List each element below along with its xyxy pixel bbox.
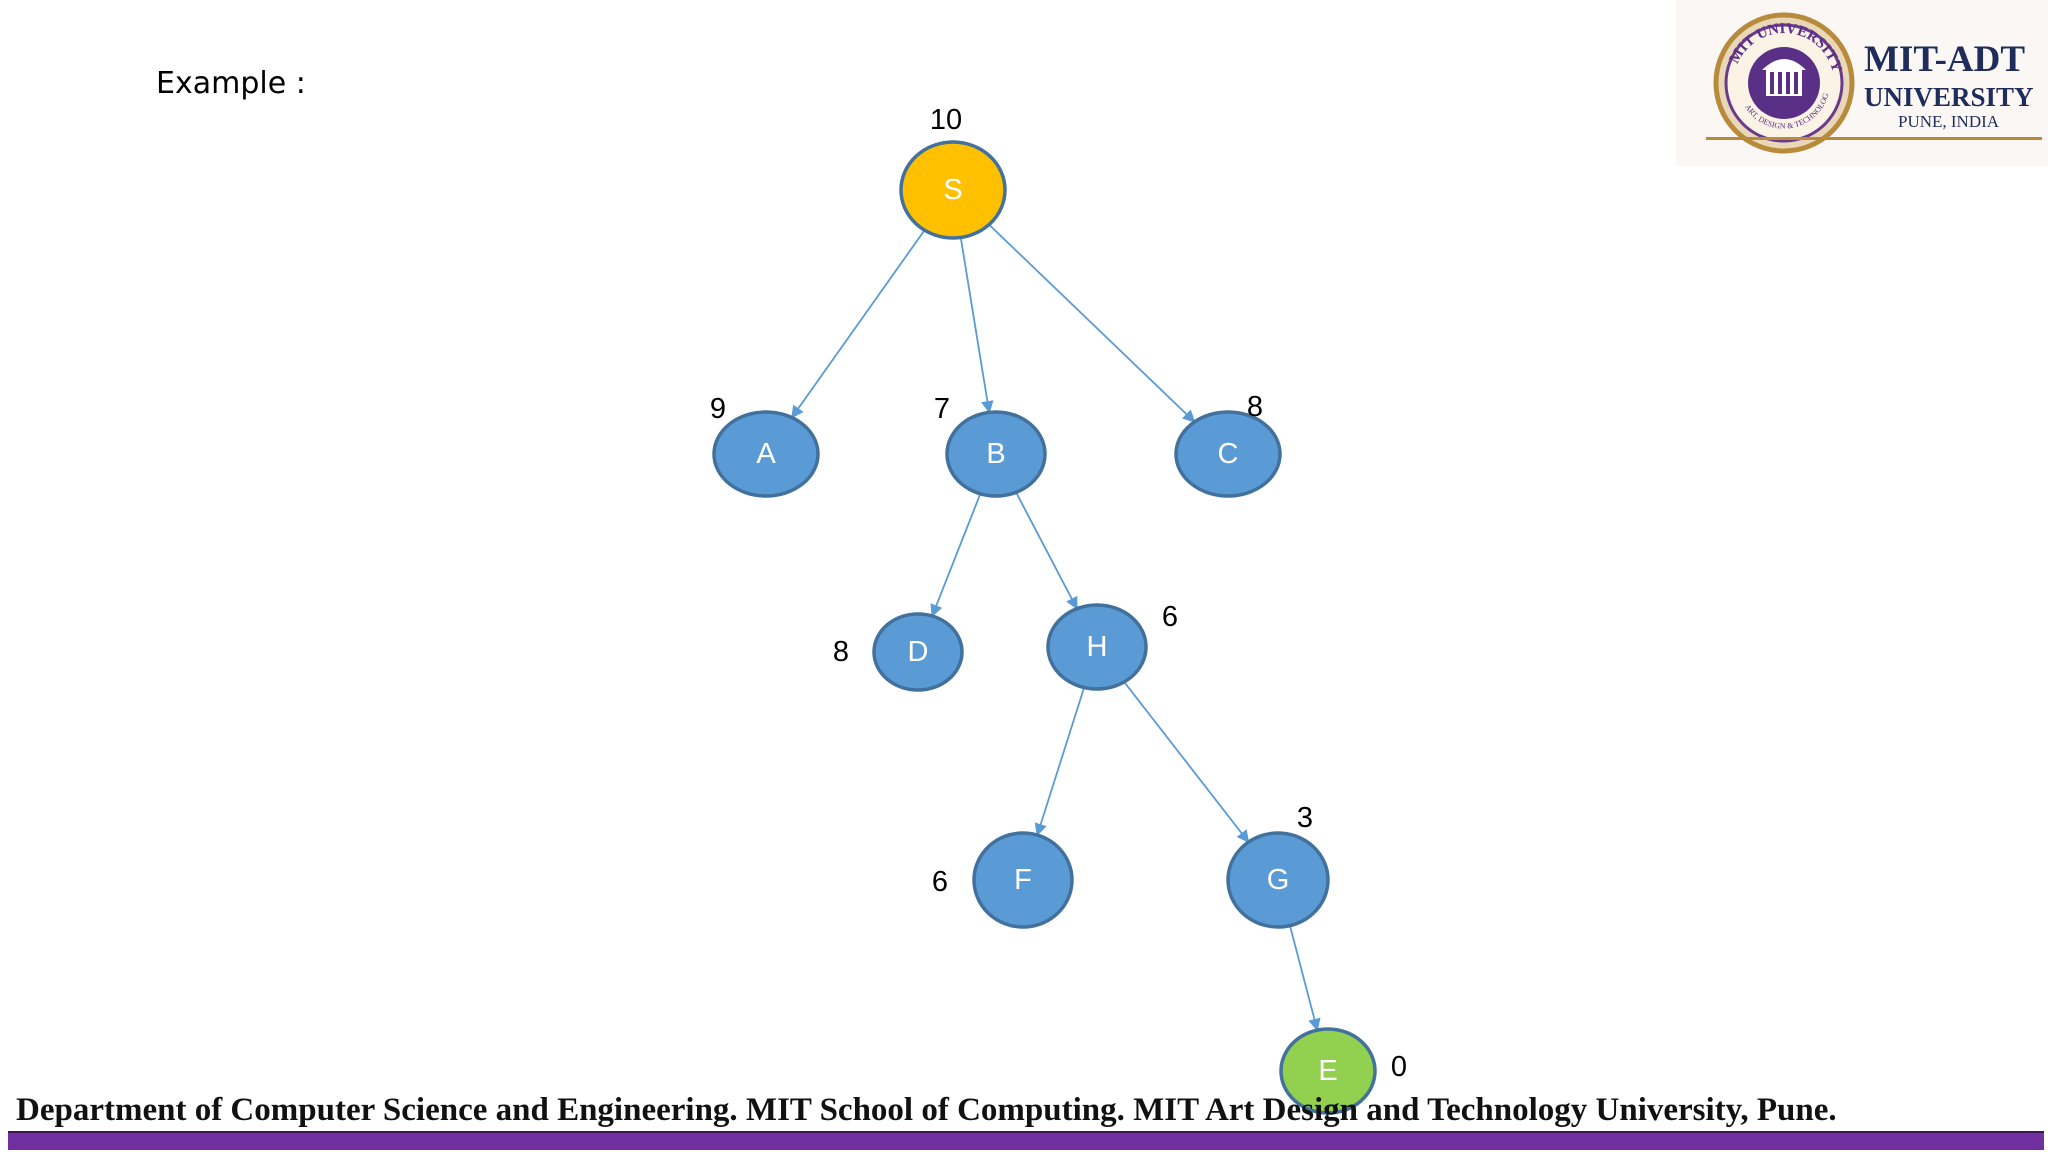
node-e-heuristic: 0 xyxy=(1391,1051,1407,1083)
example-label: Example : xyxy=(156,66,306,101)
edge-b-d xyxy=(930,493,982,618)
node-b: B7 xyxy=(934,393,1047,498)
node-d-label: D xyxy=(908,636,929,668)
node-s-label: S xyxy=(943,174,962,206)
node-b-label: B xyxy=(986,438,1005,470)
node-g-label: G xyxy=(1267,864,1290,896)
node-s-heuristic: 10 xyxy=(930,104,962,136)
node-f-heuristic: 6 xyxy=(932,866,948,898)
node-h-heuristic: 6 xyxy=(1162,601,1178,633)
node-f: F6 xyxy=(932,831,1074,929)
logo-title: MIT-ADT xyxy=(1864,39,2026,80)
edge-h-f xyxy=(1034,687,1085,837)
node-c-heuristic: 8 xyxy=(1247,391,1263,423)
node-d-circle xyxy=(872,612,964,692)
node-s: S 10 xyxy=(899,104,1007,240)
node-h-label: H xyxy=(1087,631,1108,663)
node-g: G3 xyxy=(1226,802,1330,929)
logo-subtitle: UNIVERSITY xyxy=(1864,82,2034,112)
node-a-label: A xyxy=(756,438,776,470)
node-b-heuristic: 7 xyxy=(934,393,950,425)
node-e-label: E xyxy=(1318,1055,1337,1087)
edge-s-b xyxy=(959,237,994,414)
node-h: H6 xyxy=(1046,601,1178,691)
node-f-label: F xyxy=(1014,864,1032,896)
edge-h-g xyxy=(1123,681,1250,844)
edge-b-h xyxy=(1015,491,1078,610)
university-seal-icon: MIT UNIVERSITY ART, DESIGN & TECHNOLOGY xyxy=(1676,0,1855,154)
node-h-circle xyxy=(1046,603,1148,691)
node-s-circle xyxy=(899,140,1007,240)
node-a: A9 xyxy=(710,393,820,498)
edges-layer xyxy=(791,223,1321,1032)
edge-g-e xyxy=(1289,925,1321,1032)
node-a-heuristic: 9 xyxy=(710,393,726,425)
edge-s-a xyxy=(791,229,926,419)
node-g-circle xyxy=(1226,831,1330,929)
node-c: C8 xyxy=(1174,391,1282,498)
node-e-circle xyxy=(1279,1027,1377,1115)
node-a-circle xyxy=(712,410,820,498)
node-b-circle xyxy=(945,410,1047,498)
logo-divider xyxy=(1706,137,2042,140)
footer-text: Department of Computer Science and Engin… xyxy=(16,1092,1837,1128)
node-g-heuristic: 3 xyxy=(1297,802,1313,834)
logo-place: PUNE, INDIA xyxy=(1898,112,2000,131)
university-logo: MIT UNIVERSITY ART, DESIGN & TECHNOLOGY … xyxy=(1676,0,2048,166)
node-c-circle xyxy=(1174,410,1282,498)
footer-bar xyxy=(8,1131,2044,1150)
node-d-heuristic: 8 xyxy=(833,636,849,668)
node-c-label: C xyxy=(1218,438,1239,470)
node-d: D8 xyxy=(833,612,964,692)
node-f-circle xyxy=(972,831,1074,929)
edge-s-c xyxy=(988,223,1196,423)
